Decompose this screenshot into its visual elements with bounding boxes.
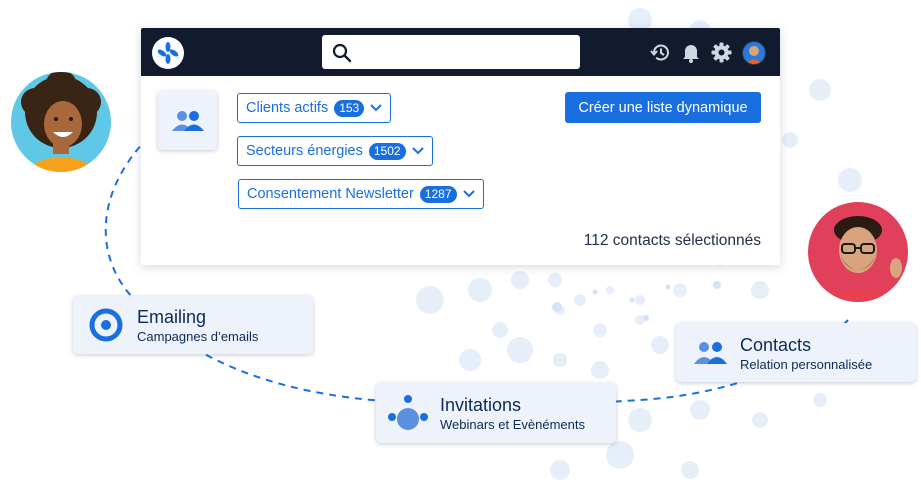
feature-title: Contacts (740, 335, 812, 355)
feature-card-invitations: Invitations Webinars et Evènéments (376, 383, 616, 443)
person-photo-man (808, 202, 908, 302)
event-network-icon (388, 395, 428, 430)
dotted-pattern-accent (552, 281, 721, 321)
user-avatar[interactable] (742, 41, 766, 65)
contact-group-card (158, 91, 217, 150)
group-icon (171, 110, 204, 131)
app-window: Clients actifs 153 Secteurs énergies 150… (141, 28, 780, 265)
feature-title: Invitations (440, 395, 522, 415)
count-badge: 1502 (368, 142, 406, 160)
selected-contacts-count: 112 contacts sélectionnés (583, 232, 761, 249)
top-bar (141, 28, 780, 76)
contacts-group-icon (694, 342, 727, 364)
chevron-down-icon (411, 147, 424, 155)
filter-secteurs-energies[interactable]: Secteurs énergies 1502 (237, 136, 433, 166)
bell-icon[interactable] (682, 42, 700, 63)
filter-label: Consentement Newsletter (247, 186, 414, 202)
chevron-down-icon (370, 104, 382, 112)
filter-label: Clients actifs (246, 100, 329, 116)
count-badge: 153 (334, 99, 365, 117)
feature-subtitle: Webinars et Evènéments (440, 417, 585, 432)
feature-subtitle: Campagnes d’emails (137, 329, 259, 344)
x-star-logo[interactable] (152, 37, 184, 69)
target-icon (89, 308, 123, 342)
search-input[interactable] (322, 35, 580, 69)
person-photo-woman (11, 72, 111, 172)
feature-title: Emailing (137, 307, 207, 327)
chevron-down-icon (462, 190, 475, 198)
filter-consentement-newsletter[interactable]: Consentement Newsletter 1287 (238, 179, 484, 209)
history-icon[interactable] (650, 42, 671, 63)
feature-card-emailing: Emailing Campagnes d’emails (73, 296, 313, 354)
search-icon (332, 43, 352, 63)
filter-clients-actifs[interactable]: Clients actifs 153 (237, 93, 392, 123)
create-dynamic-list-button[interactable]: Créer une liste dynamique (565, 92, 761, 123)
count-badge: 1287 (419, 185, 457, 203)
feature-subtitle: Relation personnalisée (740, 357, 873, 372)
gear-icon[interactable] (711, 42, 732, 63)
filter-label: Secteurs énergies (246, 143, 363, 159)
feature-card-contacts: Contacts Relation personnalisée (676, 323, 916, 382)
